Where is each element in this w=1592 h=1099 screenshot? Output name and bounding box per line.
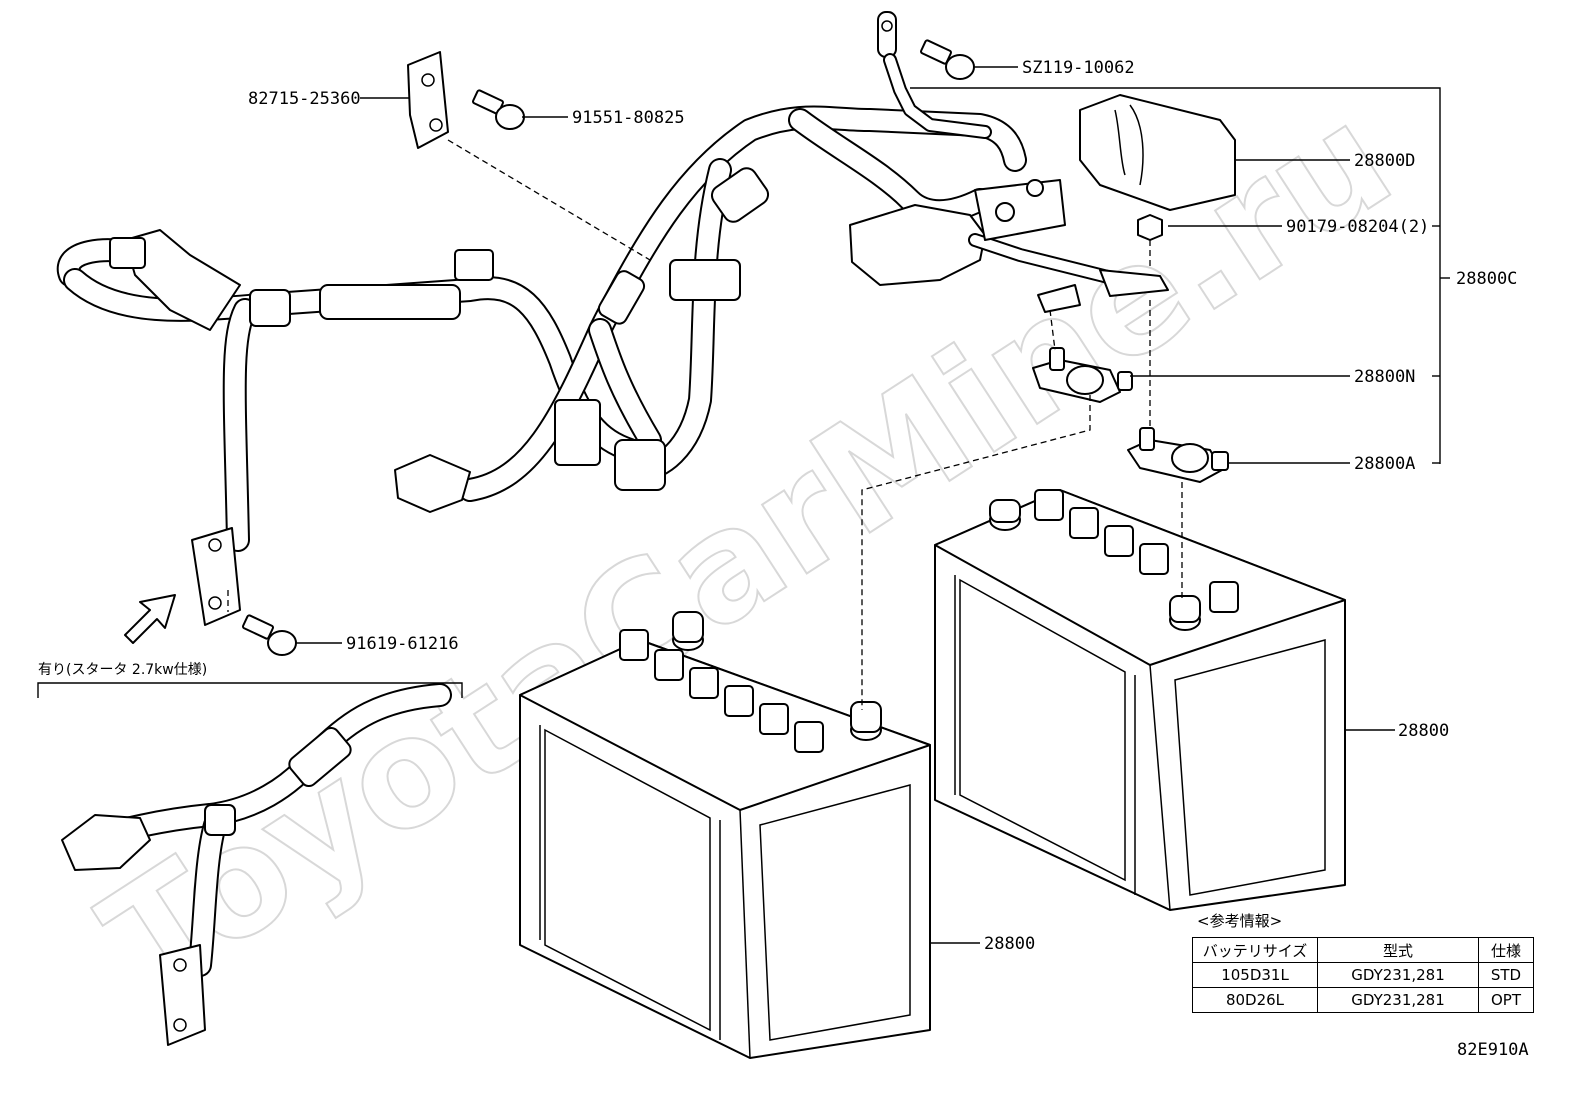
- positive-cable[interactable]: [849, 11, 1169, 313]
- label-90179-08204: 90179-08204(2): [1286, 217, 1429, 237]
- bolt-SZ119[interactable]: [920, 39, 975, 80]
- spec-cell-spec: OPT: [1478, 987, 1534, 1013]
- spec-header-spec: 仕様: [1478, 937, 1534, 963]
- label-28800N: 28800N: [1354, 367, 1415, 387]
- spec-cell-size: 80D26L: [1192, 987, 1318, 1013]
- label-28800D: 28800D: [1354, 151, 1415, 171]
- bracket-82715[interactable]: [407, 51, 449, 149]
- spec-header-row: バッテリサイズ 型式 仕様: [1192, 937, 1534, 963]
- label-82715-25360: 82715-25360: [248, 89, 361, 109]
- spec-row: 105D31L GDY231,281 STD: [1192, 962, 1534, 988]
- label-28800-left: 28800: [984, 934, 1035, 954]
- arrow-indicator: [124, 594, 176, 644]
- option-note: 有り(スタータ 2.7kw仕様): [38, 662, 207, 678]
- spec-row: 80D26L GDY231,281 OPT: [1192, 987, 1534, 1013]
- leader-lines: [296, 66, 1450, 944]
- battery-right[interactable]: [934, 489, 1346, 911]
- battery-left[interactable]: [519, 611, 931, 1059]
- spec-cell-size: 105D31L: [1192, 962, 1318, 988]
- spec-cell-model: GDY231,281: [1317, 987, 1479, 1013]
- terminal-28800A[interactable]: [1127, 427, 1229, 483]
- label-28800A: 28800A: [1354, 454, 1415, 474]
- terminal-cover[interactable]: [1079, 94, 1236, 211]
- spec-table: バッテリサイズ 型式 仕様 105D31L GDY231,281 STD 80D…: [1192, 937, 1534, 1013]
- label-SZ119-10062: SZ119-10062: [1022, 58, 1135, 78]
- bolt-91551[interactable]: [472, 89, 525, 130]
- terminal-28800N[interactable]: [1032, 347, 1133, 403]
- optional-harness[interactable]: [61, 683, 452, 1046]
- spec-header-size: バッテリサイズ: [1192, 937, 1318, 963]
- spec-cell-model: GDY231,281: [1317, 962, 1479, 988]
- diagram-code: 82E910A: [1457, 1040, 1529, 1060]
- spec-header-model: 型式: [1317, 937, 1479, 963]
- spec-caption: <参考情報>: [1197, 912, 1283, 930]
- label-91619-61216: 91619-61216: [346, 634, 459, 654]
- spec-cell-spec: STD: [1478, 962, 1534, 988]
- option-bracket-line: [37, 682, 463, 698]
- label-91551-80825: 91551-80825: [572, 108, 685, 128]
- label-28800-right: 28800: [1398, 721, 1449, 741]
- bolt-91619[interactable]: [242, 614, 297, 656]
- nut-90179[interactable]: [1137, 214, 1163, 241]
- alignment-lines: [227, 139, 1183, 710]
- label-28800C: 28800C: [1456, 269, 1517, 289]
